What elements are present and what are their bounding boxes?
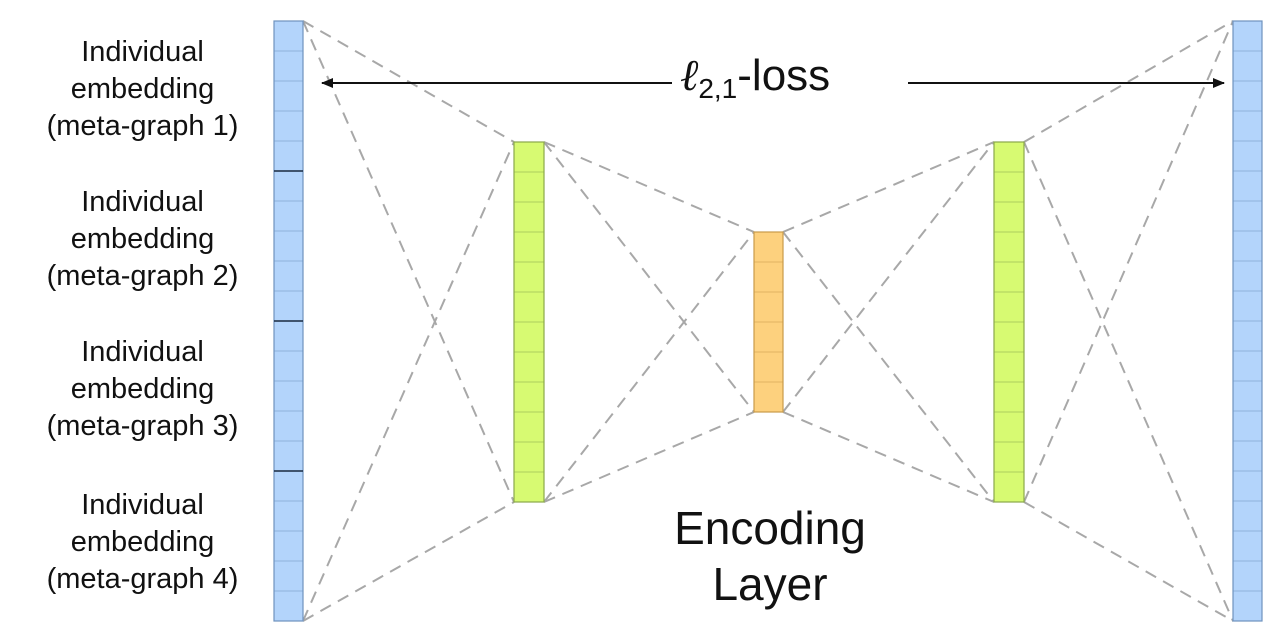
connection-line bbox=[1023, 141, 1234, 622]
output-layer bbox=[1232, 20, 1263, 622]
loss-label: ℓ2,1-loss bbox=[676, 48, 835, 117]
connection-line bbox=[302, 141, 515, 622]
connection-line bbox=[1023, 20, 1234, 503]
loss-symbol: ℓ bbox=[680, 50, 699, 101]
group-label-line: embedding bbox=[70, 373, 215, 405]
input-group-label-3: Individual embedding (meta-graph 3) bbox=[10, 334, 275, 445]
group-label-line: (meta-graph 2) bbox=[46, 260, 239, 292]
encoding-label-line-1: Encoding bbox=[674, 502, 866, 554]
connection-line bbox=[543, 411, 755, 503]
group-label-line: Individual bbox=[81, 36, 204, 68]
connection-line bbox=[302, 20, 515, 503]
group-label-line: embedding bbox=[70, 526, 215, 558]
connection-line bbox=[782, 141, 995, 413]
connection-line bbox=[782, 231, 995, 503]
connection-line bbox=[302, 20, 515, 143]
connection-line bbox=[782, 141, 995, 233]
input-group-label-4: Individual embedding (meta-graph 4) bbox=[10, 487, 275, 598]
group-label-line: (meta-graph 4) bbox=[46, 563, 239, 595]
input-group-label-1: Individual embedding (meta-graph 1) bbox=[10, 34, 275, 145]
loss-suffix: -loss bbox=[737, 51, 831, 100]
loss-subscript: 2,1 bbox=[698, 73, 738, 104]
layers bbox=[273, 20, 1263, 622]
hidden-layer-2 bbox=[993, 141, 1025, 503]
group-label-line: (meta-graph 1) bbox=[46, 110, 239, 142]
connection-line bbox=[1023, 501, 1234, 622]
connection-line bbox=[1023, 20, 1234, 143]
input-layer bbox=[273, 20, 304, 622]
group-label-line: Individual bbox=[81, 336, 204, 368]
connection-line bbox=[302, 501, 515, 622]
group-label-line: Individual bbox=[81, 186, 204, 218]
connection-line bbox=[543, 231, 755, 503]
connection-line bbox=[543, 141, 755, 233]
group-label-line: Individual bbox=[81, 489, 204, 521]
hidden-layer-1 bbox=[513, 141, 545, 503]
encoding-label-line-2: Layer bbox=[712, 558, 828, 610]
group-label-line: embedding bbox=[70, 73, 215, 105]
connection-line bbox=[543, 141, 755, 413]
connection-lines bbox=[302, 20, 1234, 622]
encoding-layer bbox=[753, 231, 784, 413]
group-label-line: embedding bbox=[70, 223, 215, 255]
connection-line bbox=[782, 411, 995, 503]
encoding-layer-label: Encoding Layer bbox=[600, 500, 940, 612]
group-label-line: (meta-graph 3) bbox=[46, 410, 239, 442]
input-group-label-2: Individual embedding (meta-graph 2) bbox=[10, 184, 275, 295]
